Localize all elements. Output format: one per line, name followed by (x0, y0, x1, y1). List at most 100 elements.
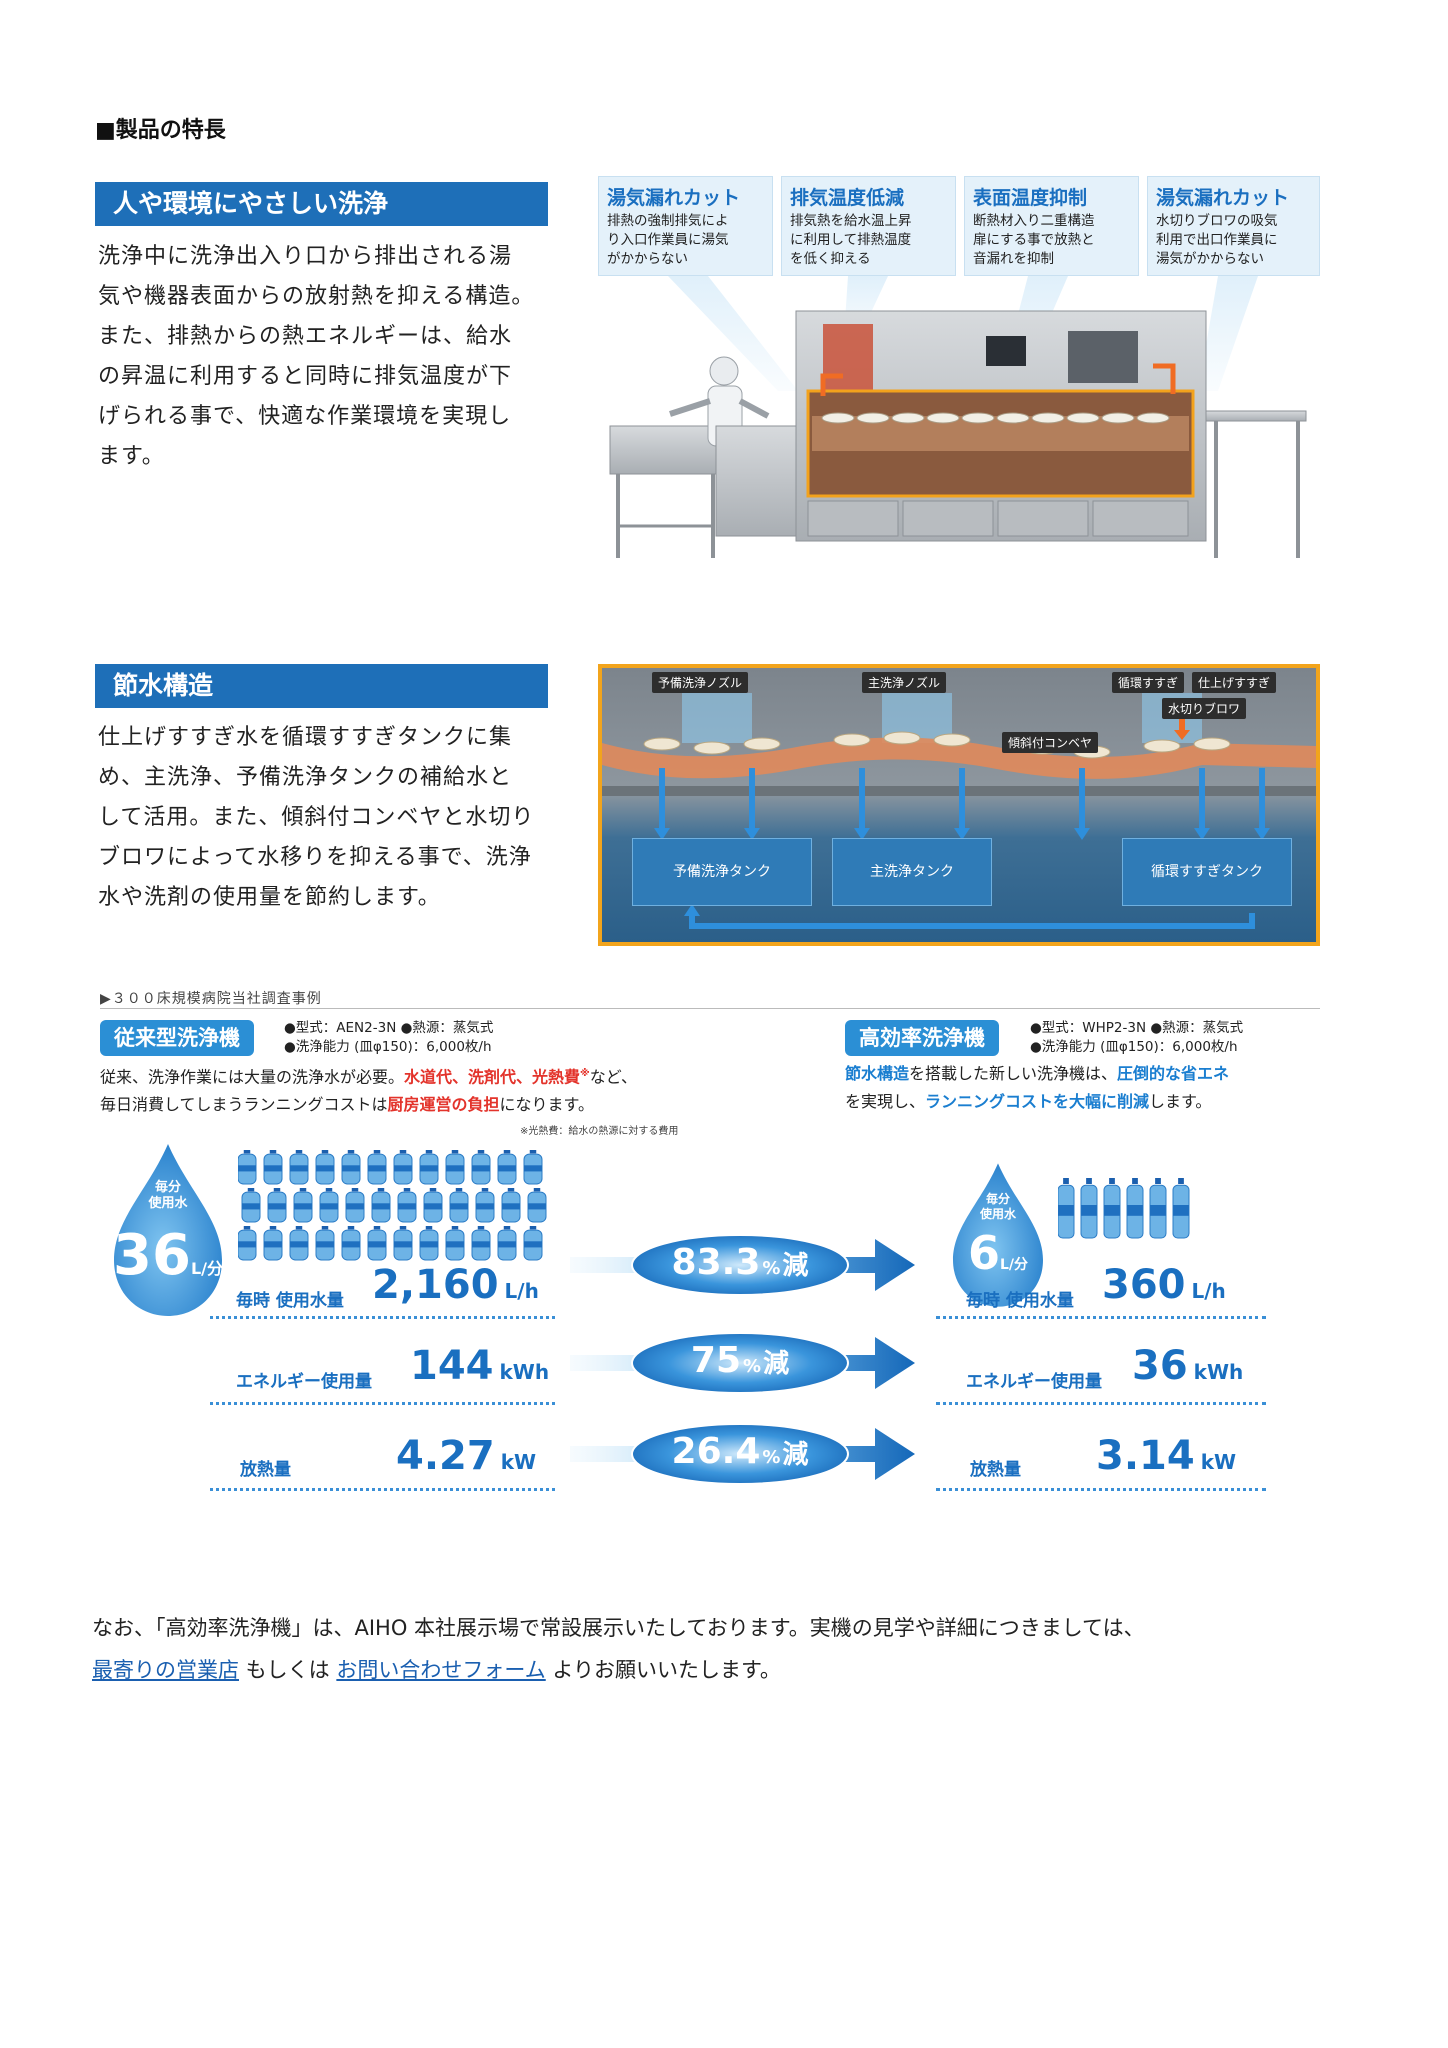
section-title: ■製品の特長 (95, 118, 226, 143)
water-bottle-icon (267, 1188, 287, 1223)
water-bottle-icon (449, 1188, 469, 1223)
feature1-line: 気や機器表面からの放射熱を抑える構造。 (98, 284, 535, 309)
water-bottle-icon (501, 1188, 521, 1223)
spec-line: ●洗浄能力 (皿φ150)：6,000枚/h (1030, 1039, 1238, 1055)
callout-line: 排熱の強制排気によ (607, 213, 729, 229)
dotted-rule (210, 1402, 555, 1405)
callout-line: 音漏れを抑制 (973, 251, 1054, 267)
water-saving-diagram: 予備洗浄ノズル 主洗浄ノズル 循環すすぎ 仕上げすすぎ 水切りブロワ 傾斜付コン… (598, 664, 1320, 946)
reduction-number: 26.4 (671, 1431, 761, 1472)
desc-highlight: 厨房運営の負担 (387, 1095, 500, 1115)
feature1-body: 洗浄中に洗浄出入り口から排出される湯 気や機器表面からの放射熱を抑える構造。 ま… (98, 237, 558, 477)
new-drop-value: 6L/分 (948, 1228, 1048, 1290)
water-bottle-icon (423, 1188, 443, 1223)
new-machine-specs: ●型式：WHP2-3N ●熱源：蒸気式 ●洗浄能力 (皿φ150)：6,000枚… (1030, 1019, 1243, 1057)
new-stat-label-energy: エネルギー使用量 (966, 1372, 1102, 1392)
water-bottle-icon (419, 1226, 439, 1261)
water-bottle-icon (471, 1226, 491, 1261)
water-bottle-icon (1172, 1178, 1190, 1239)
desc-text: になります。 (499, 1095, 594, 1115)
callout-body: 排気熱を給水温上昇 に利用して排熱温度 を低く抑える (790, 212, 947, 269)
feature1-heading: 人や環境にやさしい洗浄 (95, 182, 548, 226)
water-bottle-icon (289, 1150, 309, 1185)
new-stat-label-heat: 放熱量 (970, 1460, 1021, 1480)
reduction-energy: 75%減 (632, 1340, 848, 1381)
drop-unit: L/分 (190, 1259, 223, 1278)
desc-text: を搭載した新しい洗浄機は、 (909, 1064, 1118, 1083)
callout-line: がかからない (607, 251, 688, 267)
callout-body: 断熱材入り二重構造 扉にする事で放熱と 音漏れを抑制 (973, 212, 1130, 269)
feature2-line: して活用。また、傾斜付コンベヤと水切り (98, 805, 535, 830)
label-final-rinse: 仕上げすすぎ (1192, 672, 1277, 693)
water-bottle-icon (393, 1226, 413, 1261)
divider-line (100, 1008, 1320, 1009)
water-bottle-icon (367, 1226, 387, 1261)
stat-number: 3.14 (1096, 1433, 1195, 1479)
callout-line: を低く抑える (790, 251, 871, 267)
reduction-heat: 26.4%減 (632, 1431, 848, 1472)
old-stat-label-energy: エネルギー使用量 (236, 1372, 372, 1392)
stat-unit: kW (1200, 1450, 1237, 1474)
water-bottle-icon (471, 1150, 491, 1185)
feature2-line: ブロワによって水移りを抑える事で、洗浄 (98, 845, 532, 870)
water-bottle-icon (445, 1226, 465, 1261)
stat-unit: kW (500, 1450, 537, 1474)
feature2-body: 仕上げすすぎ水を循環すすぎタンクに集 め、主洗浄、予備洗浄タンクの補給水と して… (98, 718, 568, 918)
reduction-word: 減 (782, 1440, 809, 1470)
contact-form-link[interactable]: お問い合わせフォーム (336, 1658, 546, 1682)
old-machine-badge: 従来型洗浄機 (100, 1020, 254, 1056)
water-bottle-icon (1126, 1178, 1144, 1239)
water-bottle-icon (263, 1226, 283, 1261)
footnote: ※光熱費：給水の熱源に対する費用 (520, 1126, 679, 1137)
drop-number: 36 (113, 1223, 191, 1288)
feature1-line: の昇温に利用すると同時に排気温度が下 (98, 364, 513, 389)
reduction-percent: % (743, 1356, 762, 1377)
water-bottle-icon (367, 1150, 387, 1185)
reduction-percent: % (762, 1258, 781, 1279)
callout-steam-cut-exit: 湯気漏れカット 水切りブロワの吸気 利用で出口作業員に 湯気がかからない (1147, 176, 1320, 276)
callout-title: 排気温度低減 (790, 187, 905, 209)
old-bottle-grid (237, 1150, 558, 1270)
stat-number: 36 (1132, 1343, 1188, 1389)
desc-text: 従来、洗浄作業には大量の洗浄水が必要。 (100, 1067, 405, 1087)
stat-number: 144 (410, 1343, 494, 1389)
old-stat-label-water: 毎時 使用水量 (236, 1291, 344, 1311)
water-bottle-icon (523, 1226, 543, 1261)
new-machine-description: 節水構造を搭載した新しい洗浄機は、圧倒的な省エネ を実現し、ランニングコストを大… (845, 1060, 1325, 1116)
tank-circulating-rinse: 循環すすぎタンク (1122, 838, 1292, 906)
old-machine-description: 従来、洗浄作業には大量の洗浄水が必要。水道代、洗剤代、光熱費※など、 毎日消費し… (100, 1060, 720, 1119)
bottle-graphic (237, 1150, 547, 1261)
spec-line: ●型式：AEN2-3N ●熱源：蒸気式 (284, 1020, 494, 1036)
callout-line: 利用で出口作業員に (1156, 232, 1278, 248)
stat-unit: L/h (1191, 1279, 1226, 1303)
dotted-rule (936, 1316, 1266, 1319)
water-bottle-icon (263, 1150, 283, 1185)
feature1-line: また、排熱からの熱エネルギーは、給水 (98, 324, 513, 349)
water-bottle-icon (527, 1188, 547, 1223)
water-bottle-icon (445, 1150, 465, 1185)
footnote-mark: ※ (580, 1068, 590, 1079)
callout-line: 扉にする事で放熱と (973, 232, 1095, 248)
label-water-blower: 水切りブロワ (1162, 698, 1247, 719)
drop-caption-line: 毎分 (985, 1192, 1010, 1206)
water-bottle-icon (1080, 1178, 1098, 1239)
new-water-drop (953, 1163, 1043, 1307)
spec-line: ●洗浄能力 (皿φ150)：6,000枚/h (284, 1039, 492, 1055)
case-study-label: ▶３００床規模病院当社調査事例 (100, 991, 322, 1007)
water-bottle-icon (341, 1226, 361, 1261)
label-inclined-conveyor: 傾斜付コンベヤ (1002, 732, 1099, 753)
label-pre-wash-nozzle: 予備洗浄ノズル (652, 672, 749, 693)
nearest-office-link[interactable]: 最寄りの営業店 (92, 1658, 239, 1682)
water-bottle-icon (1103, 1178, 1121, 1239)
stat-unit: L/h (504, 1279, 539, 1303)
feature2-line: 水や洗剤の使用量を節約します。 (98, 885, 441, 910)
water-bottle-icon (319, 1188, 339, 1223)
water-bottle-icon (419, 1150, 439, 1185)
water-bottle-icon (1149, 1178, 1167, 1239)
water-bottle-icon (397, 1188, 417, 1223)
old-drop-value: 36L/分 (108, 1226, 228, 1299)
water-bottle-icon (393, 1150, 413, 1185)
water-bottle-icon (237, 1226, 257, 1261)
